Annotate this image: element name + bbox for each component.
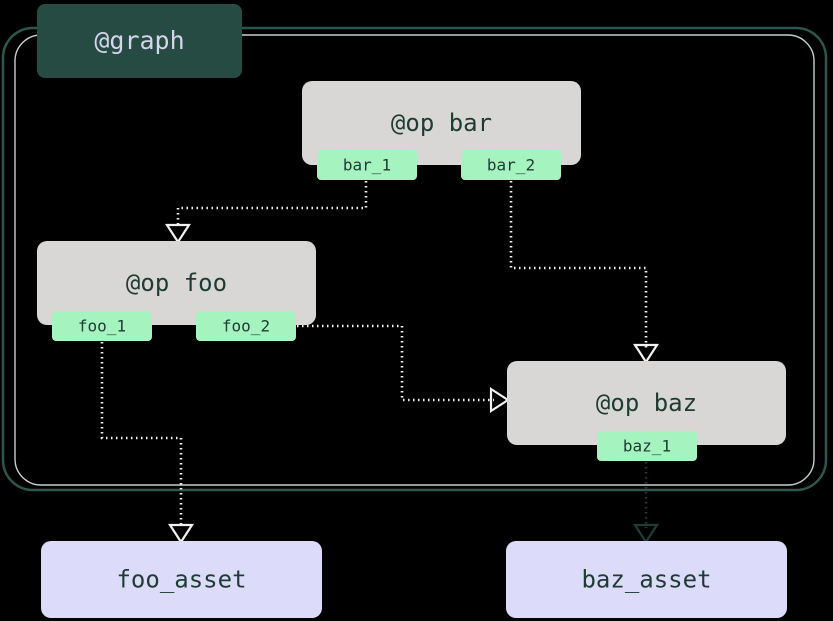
edge-arrowhead	[489, 386, 511, 414]
asset-label: foo_asset	[116, 566, 246, 594]
graph-cluster-border	[1, 26, 828, 492]
edge-arrowhead	[632, 343, 660, 365]
op-port-bar_2[interactable]: bar_2	[461, 150, 561, 180]
op-label: @op bar	[391, 109, 492, 137]
op-port-label: foo_1	[78, 317, 126, 336]
op-node-foo[interactable]: @op foo	[37, 241, 316, 325]
op-port-bar_1[interactable]: bar_1	[317, 150, 417, 180]
edge-bar_1-to-foo	[164, 181, 368, 245]
edge-foo_2-to-baz	[297, 324, 511, 414]
op-label: @op foo	[126, 269, 227, 297]
op-port-label: bar_2	[487, 156, 535, 175]
op-port-baz_1[interactable]: baz_1	[597, 431, 697, 461]
edge-arrowhead	[632, 523, 660, 545]
asset-label: baz_asset	[581, 566, 711, 594]
op-node-baz[interactable]: @op baz	[507, 361, 786, 445]
op-node-bar[interactable]: @op bar	[302, 81, 581, 165]
graph-cluster-label[interactable]: @graph	[37, 4, 242, 78]
op-port-label: foo_2	[222, 317, 270, 336]
op-port-label: baz_1	[623, 437, 671, 456]
asset-node-baz_asset[interactable]: baz_asset	[506, 541, 787, 618]
op-port-foo_2[interactable]: foo_2	[196, 311, 296, 341]
graph-label-text: @graph	[94, 26, 184, 55]
edge-arrowhead	[167, 523, 195, 545]
edge-baz_1-to-baz_asset	[632, 462, 660, 545]
edge-bar_2-to-baz	[509, 181, 660, 365]
edge-arrowhead	[164, 223, 192, 245]
asset-node-foo_asset[interactable]: foo_asset	[41, 541, 322, 618]
op-port-foo_1[interactable]: foo_1	[52, 311, 152, 341]
op-port-label: bar_1	[343, 156, 391, 175]
op-label: @op baz	[596, 389, 697, 417]
edge-foo_1-to-foo_asset	[100, 342, 195, 545]
